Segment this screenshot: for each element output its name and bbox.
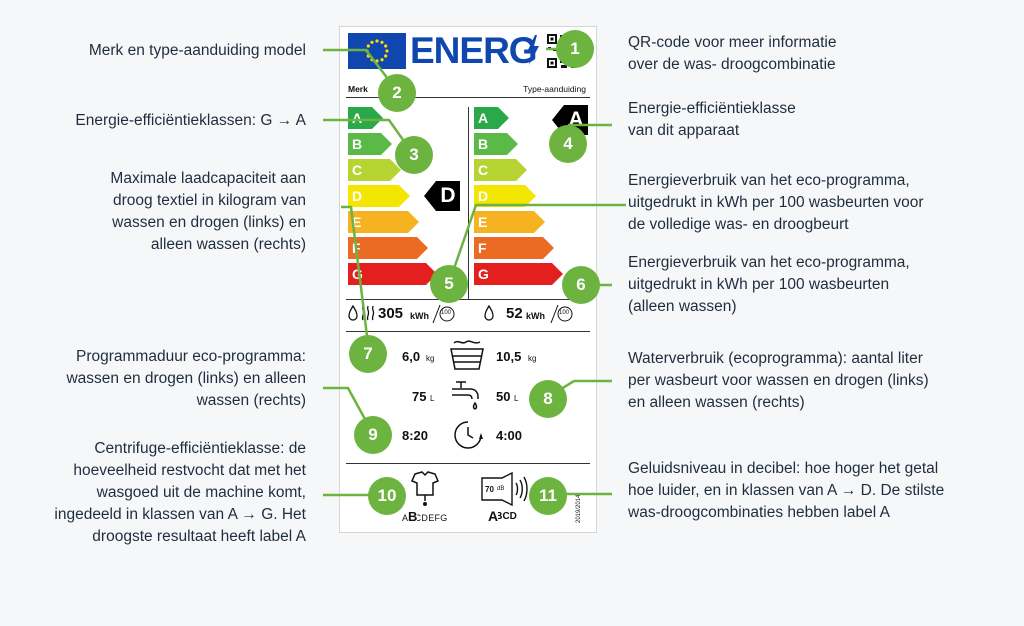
energy-right-unit: kWh bbox=[526, 311, 545, 321]
scale-right-class-c: C bbox=[474, 159, 527, 181]
water-left-value: 75 bbox=[412, 389, 427, 404]
noise-class-scale: ABCD bbox=[488, 511, 517, 522]
spin-drying-icon bbox=[410, 471, 440, 512]
annotation-1: QR-code voor meer informatie over de was… bbox=[628, 34, 837, 73]
annotation-2: Merk en type-aanduiding model bbox=[88, 42, 306, 59]
spin-class-current: B bbox=[408, 509, 418, 524]
badge-7: 7 bbox=[349, 335, 387, 373]
lightning-icon bbox=[526, 35, 540, 70]
per-100-cycles-icon-right bbox=[550, 304, 574, 329]
energy-right-value: 52 bbox=[506, 305, 523, 322]
water-drop-icon-right bbox=[484, 304, 494, 326]
badge-3: 3 bbox=[395, 136, 433, 174]
annotation-8: Waterverbruik (ecoprogramma): aantal lit… bbox=[628, 350, 929, 411]
annotation-7: Maximale laadcapaciteit aan droog textie… bbox=[110, 170, 306, 253]
capacity-right-value: 10,5 bbox=[496, 349, 522, 364]
scale-left-class-e: E bbox=[348, 211, 419, 233]
badge-4: 4 bbox=[549, 125, 587, 163]
energy-header: ENERG bbox=[410, 30, 538, 71]
noise-db-value: 70 bbox=[485, 485, 494, 494]
scale-left-class-a: A bbox=[348, 107, 383, 129]
water-left-unit: L bbox=[430, 394, 435, 403]
annotation-10: Centrifuge-efficiëntieklasse: de hoeveel… bbox=[54, 440, 306, 545]
scale-divider bbox=[468, 107, 469, 299]
per-100-right-text: 100 bbox=[559, 310, 570, 316]
scale-right-class-e: E bbox=[474, 211, 545, 233]
badge-8: 8 bbox=[529, 380, 567, 418]
class-indicator-left-letter: D bbox=[440, 184, 456, 207]
header-divider bbox=[346, 97, 590, 98]
badge-5: 5 bbox=[430, 265, 468, 303]
energy-row-divider bbox=[346, 299, 590, 300]
scale-left-class-d: D bbox=[348, 185, 410, 207]
badge-11: 11 bbox=[529, 477, 567, 515]
badge-9: 9 bbox=[354, 416, 392, 454]
badge-6: 6 bbox=[562, 266, 600, 304]
annotation-11: Geluidsniveau in decibel: hoe hoger het … bbox=[628, 460, 945, 521]
noise-db-unit: dB bbox=[497, 486, 505, 492]
bottom-divider bbox=[346, 463, 590, 464]
scale-right-class-f: F bbox=[474, 237, 554, 259]
scale-right-class-a: A bbox=[474, 107, 509, 129]
merk-text: Merk bbox=[348, 84, 368, 94]
scale-right-class-b: B bbox=[474, 133, 518, 155]
annotation-3: Energie-efficiëntieklassen: G → A bbox=[75, 112, 306, 129]
class-indicator-left: D bbox=[424, 181, 460, 211]
energy-box-left: 305 kWh 100 bbox=[344, 303, 464, 327]
noise-class-current: A bbox=[488, 508, 499, 524]
energy-left-unit: kWh bbox=[410, 311, 429, 321]
badge-2: 2 bbox=[378, 74, 416, 112]
water-right-unit: L bbox=[514, 394, 519, 403]
per-100-left-text: 100 bbox=[441, 310, 452, 316]
clock-icon bbox=[452, 419, 484, 456]
per-100-cycles-icon-left bbox=[432, 304, 456, 329]
annotation-6: Energieverbruik van het eco-programma, u… bbox=[628, 254, 910, 315]
water-drop-icon bbox=[348, 304, 358, 326]
energy-row-divider-bottom bbox=[346, 331, 590, 332]
speaker-icon bbox=[480, 471, 528, 511]
annotation-5: Energieverbruik van het eco-programma, u… bbox=[628, 172, 924, 233]
duration-left-value: 8:20 bbox=[402, 428, 429, 443]
energy-left-value: 305 bbox=[378, 305, 404, 322]
water-right-value: 50 bbox=[496, 389, 511, 404]
laundry-basket-icon bbox=[448, 339, 486, 376]
badge-10: 10 bbox=[368, 477, 406, 515]
annotation-9: Programmaduur eco-programma: wassen en d… bbox=[66, 348, 306, 409]
scale-right-class-g: G bbox=[474, 263, 563, 285]
water-tap-icon bbox=[450, 379, 484, 418]
type-text: Type-aanduiding bbox=[523, 84, 586, 94]
scale-right-class-d: D bbox=[474, 185, 536, 207]
scale-left-class-c: C bbox=[348, 159, 401, 181]
spin-class-scale: ABCDEFG bbox=[402, 513, 448, 523]
capacity-right-unit: kg bbox=[528, 354, 537, 363]
duration-right-value: 4:00 bbox=[496, 428, 523, 443]
annotation-4: Energie-efficiëntieklasse van dit appara… bbox=[628, 100, 796, 139]
capacity-left-value: 6,0 bbox=[402, 349, 421, 364]
badge-1: 1 bbox=[556, 30, 594, 68]
energy-box-right: 52 kWh 100 bbox=[472, 303, 592, 327]
scale-left-class-b: B bbox=[348, 133, 392, 155]
capacity-left-unit: kg bbox=[426, 354, 435, 363]
